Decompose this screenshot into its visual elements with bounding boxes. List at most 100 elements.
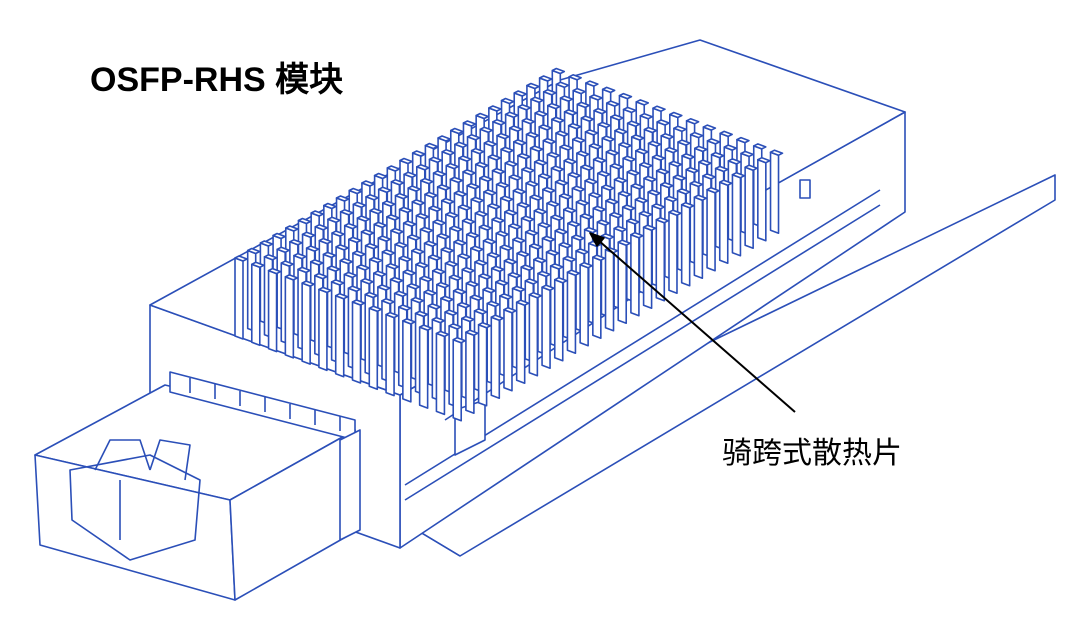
heatsink-fin-top (630, 134, 645, 141)
heatsink-fin-top (538, 124, 553, 131)
heatsink-fin-top (398, 206, 413, 214)
heatsink-fin-top (399, 157, 413, 165)
heatsink-fin-top (368, 305, 383, 313)
heatsink-fin-top (456, 301, 471, 309)
heatsink-fin (706, 188, 716, 272)
heatsink-fin-top (537, 221, 552, 229)
heatsink-fin-top (584, 129, 599, 136)
heatsink-fin-top (436, 184, 451, 191)
heatsink-fin (528, 293, 539, 377)
heatsink-fin-top (475, 112, 489, 120)
heatsink-fin-top (390, 227, 404, 235)
heatsink-fin-top (698, 159, 712, 166)
heatsink-fin-top (542, 186, 556, 194)
heatsink-fin-top (486, 300, 500, 308)
heatsink-fin-top (428, 156, 443, 164)
heatsink-fin-top (596, 170, 611, 178)
heatsink-fin-top (418, 324, 433, 331)
heatsink-fin-top (517, 152, 531, 160)
heatsink-fin-top (515, 299, 530, 307)
heatsink-fin-top (449, 176, 464, 184)
heatsink-fin-top (402, 318, 416, 325)
heatsink-fin (452, 338, 463, 422)
heatsink-fin-top (473, 308, 488, 315)
heatsink-fin-top (507, 271, 522, 279)
heatsink-fin-top (597, 121, 611, 129)
heatsink-fin-top (246, 247, 261, 255)
heatsink-fin-top (668, 209, 682, 217)
heatsink-fin-top (453, 239, 467, 246)
heatsink-fin (769, 151, 780, 235)
heatsink-fin-top (487, 154, 502, 161)
heatsink-fin-top (462, 169, 476, 176)
heatsink-fin-top (521, 166, 535, 174)
heatsink-fin-top (386, 214, 400, 221)
heatsink-fin-top (613, 176, 628, 184)
heatsink-fin-top (618, 92, 633, 100)
heatsink-fin-top (431, 316, 446, 324)
heatsink-fin-top (331, 230, 345, 237)
heatsink-fin-top (542, 88, 557, 96)
heatsink-fin-top (427, 303, 442, 310)
heatsink-fin-top (419, 275, 433, 283)
heatsink-fin-top (495, 181, 510, 189)
heatsink-fin-top (444, 309, 458, 316)
heatsink-fin-top (402, 269, 417, 276)
heatsink-fin (744, 166, 754, 250)
heatsink-fin-top (478, 273, 492, 280)
heatsink-fin-top (635, 147, 649, 155)
heatsink-fin (655, 218, 666, 302)
heatsink-fin-top (381, 297, 395, 305)
heatsink-fin-top (364, 242, 379, 250)
heatsink-fin-top (305, 245, 320, 252)
heatsink-fin-top (356, 264, 370, 271)
heatsink-fin-top (630, 231, 644, 239)
heatsink-fin-top (727, 158, 742, 165)
heatsink-fin-top (465, 280, 480, 288)
heatsink-fin-top (483, 140, 498, 147)
heatsink-fin-top (437, 135, 451, 142)
heatsink-fin-top (482, 237, 497, 245)
heatsink-fin-top (361, 180, 375, 187)
heatsink-fin-top (528, 291, 543, 299)
heatsink-fin-top (718, 179, 733, 187)
heatsink-fin (435, 332, 446, 416)
riding-heatsink (234, 67, 784, 422)
heatsink-fin-top (318, 237, 333, 245)
heatsink-fin-top (550, 214, 564, 221)
heatsink-fin-top (411, 247, 425, 255)
heatsink-fin-top (541, 284, 555, 292)
heatsink-fin-top (566, 269, 581, 277)
heatsink-fin-top (301, 280, 315, 287)
heatsink-fin-top (415, 212, 430, 220)
heatsink-fin-top (470, 147, 485, 155)
heatsink-fin-top (432, 170, 447, 177)
heatsink-fin-top (500, 97, 515, 105)
heatsink-fin-top (511, 285, 526, 293)
heatsink-fin-top (642, 224, 657, 232)
heatsink-fin-top (680, 201, 695, 209)
heatsink-fin-top (490, 265, 505, 273)
heatsink-fin-top (529, 194, 543, 201)
heatsink-fin-top (373, 172, 388, 180)
heatsink-fin-top (474, 259, 488, 266)
heatsink-fin-top (664, 146, 679, 154)
heatsink-fin-top (639, 161, 653, 169)
heatsink-fin-top (280, 260, 295, 267)
heatsink-fin-top (454, 141, 468, 149)
heatsink-fin-top (289, 238, 303, 246)
heatsink-fin-top (414, 310, 429, 318)
heatsink-fin-top (558, 241, 573, 249)
heatsink-fin-top (389, 276, 404, 284)
heatsink-fin-top (547, 102, 561, 110)
heatsink-fin-top (723, 144, 738, 151)
heatsink-fin-top (596, 219, 611, 226)
heatsink-fin-top (571, 185, 586, 193)
heatsink-fin (515, 301, 526, 385)
heatsink-fin-top (563, 157, 577, 165)
heatsink-fin-top (385, 311, 399, 319)
heatsink-fin-top (474, 161, 489, 169)
heatsink-fin-top (555, 130, 569, 137)
heatsink-fin-top (462, 120, 477, 127)
